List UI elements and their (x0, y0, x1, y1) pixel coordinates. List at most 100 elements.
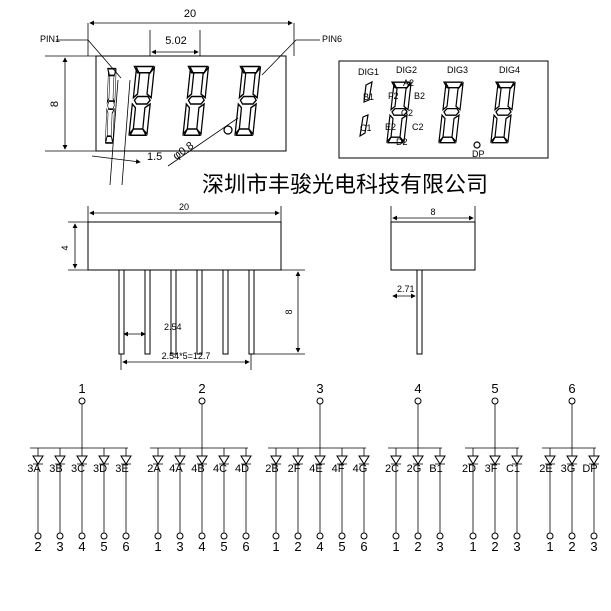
diode-symbol (120, 455, 132, 465)
g2-label: G2 (401, 108, 413, 118)
lead-4 (196, 269, 203, 355)
front-body-outline (87, 221, 282, 271)
segment-view-outline (338, 60, 549, 159)
diode-symbol (588, 455, 600, 465)
lead-6 (248, 269, 255, 355)
pin-terminal (56, 532, 64, 540)
pin-terminal (469, 532, 477, 540)
diode-symbol (511, 455, 523, 465)
side-body-outline (390, 221, 476, 271)
segment-label-B1: B1 (429, 463, 442, 475)
common-terminal (78, 397, 86, 405)
pin-terminal (360, 532, 368, 540)
pin1-leader (56, 39, 122, 79)
segment-width-dimension: 1.5 (147, 151, 162, 163)
e2-label: E2 (385, 122, 396, 132)
dp-label: DP (472, 149, 485, 159)
diode-symbol (196, 455, 208, 465)
pin-number-2: 2 (34, 539, 41, 554)
side-lead (416, 269, 423, 355)
pin-number-6: 6 (122, 539, 129, 554)
pin-number-5: 5 (220, 539, 227, 554)
diode-symbol (292, 455, 304, 465)
side-offset-dimension: 2.71 (397, 284, 415, 294)
digit-4-outline (234, 65, 262, 136)
segment-label-3C: 3C (71, 463, 85, 475)
pin-terminal (220, 532, 228, 540)
segment-label-4E: 4E (309, 463, 322, 475)
pin-number-1: 1 (154, 539, 161, 554)
diode-symbol (434, 455, 446, 465)
segment-label-4C: 4C (213, 463, 227, 475)
segment-label-4F: 4F (332, 463, 345, 475)
pin-number-1: 1 (546, 539, 553, 554)
pin-number-6: 6 (242, 539, 249, 554)
pin-number-4: 4 (198, 539, 205, 554)
diode-symbol (32, 455, 44, 465)
leads (118, 269, 255, 355)
common-pin-4: 4 (414, 381, 421, 396)
segment-label-2B: 2B (265, 463, 278, 475)
dp-leader (167, 117, 239, 167)
pin-number-4: 4 (78, 539, 85, 554)
width-dimension: 20 (184, 8, 196, 20)
common-terminal (414, 397, 422, 405)
pin6-label: PIN6 (322, 34, 342, 44)
pin-number-3: 3 (436, 539, 443, 554)
segment-label-3E: 3E (115, 463, 128, 475)
dig1-label: DIG1 (358, 67, 379, 77)
dp-diameter-dimension: φ0.8 (171, 140, 196, 163)
pin-terminal (176, 532, 184, 540)
lead-span-dimension: 2.54*5=12.7 (162, 351, 211, 361)
dp-segment (473, 141, 481, 149)
dp-dot (223, 125, 233, 135)
common-terminal (316, 397, 324, 405)
dig2-label: DIG2 (396, 65, 417, 75)
pin-number-2: 2 (414, 539, 421, 554)
diode-symbol (174, 455, 186, 465)
pin-number-3: 3 (590, 539, 597, 554)
diode-symbol (76, 455, 88, 465)
pin-terminal (154, 532, 162, 540)
pin-terminal (242, 532, 250, 540)
pin-number-1: 1 (272, 539, 279, 554)
front-view: 20 4 8 2.54 2.54*5=12.7 (60, 202, 305, 370)
segment-label-2C: 2C (385, 463, 399, 475)
digit-2-outline (128, 65, 156, 136)
diode-symbol (336, 455, 348, 465)
front-width-dimension: 20 (179, 202, 189, 212)
diode-symbol (152, 455, 164, 465)
common-terminal (491, 397, 499, 405)
b1-label: B1 (363, 92, 374, 102)
seg-b1 (363, 80, 373, 103)
pin-number-3: 3 (513, 539, 520, 554)
pin-terminal (122, 532, 130, 540)
pin-number-1: 1 (392, 539, 399, 554)
diode-symbol (98, 455, 110, 465)
pin-terminal (513, 532, 521, 540)
dig4-label: DIG4 (499, 65, 520, 75)
diode-symbol (218, 455, 230, 465)
c2-label: C2 (412, 122, 424, 132)
diode-symbol (467, 455, 479, 465)
a2-label: A2 (403, 78, 414, 88)
pin-terminal (294, 532, 302, 540)
pin-number-5: 5 (338, 539, 345, 554)
segment-label-2F: 2F (288, 463, 301, 475)
circuit-diagram: 13A23B33C43D53E622A14A34B44C54D632B12F24… (27, 381, 600, 554)
pin-terminal (198, 532, 206, 540)
pin1-label: PIN1 (40, 34, 60, 44)
top-view: 20 5.02 8 PIN1 PIN6 1.5 φ0.8 (40, 8, 342, 186)
lead-1 (118, 269, 125, 355)
height-dimension: 8 (49, 101, 61, 107)
diode-symbol (358, 455, 370, 465)
segment-label-3B: 3B (49, 463, 62, 475)
pin-terminal (338, 532, 346, 540)
digit-3-outline (182, 65, 210, 136)
common-pin-6: 6 (568, 381, 575, 396)
segment-label-4G: 4G (353, 463, 368, 475)
pin-terminal (590, 532, 598, 540)
pin-number-3: 3 (56, 539, 63, 554)
front-height-dimension: 4 (60, 245, 70, 250)
